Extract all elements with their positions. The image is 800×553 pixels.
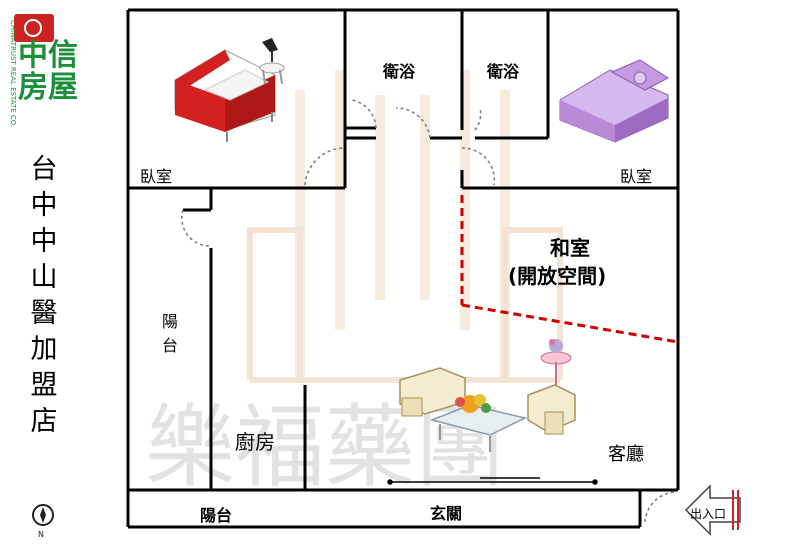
- title-char: 加: [30, 334, 58, 365]
- title-char: 山: [30, 262, 58, 293]
- bed-left-icon: [174, 49, 276, 142]
- room-label-japanese-room-note: (開放空間): [508, 264, 607, 288]
- title-char: 中: [30, 190, 58, 221]
- watermark-graphic: [247, 70, 563, 383]
- room-label-kitchen: 廚房: [235, 430, 275, 454]
- living-room-furniture-icon: [399, 339, 576, 452]
- bed-right-icon: [559, 59, 669, 143]
- watermark-text: 樂福藥團: [145, 395, 505, 500]
- door-swings: [181, 99, 677, 523]
- title-char: 醫: [30, 298, 58, 329]
- room-label-balcony-bottom: 陽台: [200, 506, 233, 525]
- brand-name: 中信房屋: [18, 38, 78, 105]
- room-label-balcony-side: 陽台: [161, 312, 178, 355]
- title-char: 盟: [30, 370, 58, 401]
- sliding-door: [387, 477, 598, 485]
- title-char: 中: [30, 226, 58, 257]
- room-label-foyer: 玄關: [430, 504, 463, 523]
- title-char: 台: [30, 154, 58, 185]
- room-label-bath-right: 衛浴: [487, 62, 520, 81]
- brand-side-text: CHINATRUST REAL ESTATE CO.: [9, 20, 17, 128]
- store-title: 台 中 中 山 醫 加 盟 店: [24, 152, 64, 440]
- brand-mark-icon: [14, 14, 54, 42]
- room-label-bath-left: 衛浴: [383, 62, 416, 81]
- compass-north-label: N: [38, 530, 44, 539]
- entrance-arrow-icon: [684, 484, 741, 536]
- room-label-bedroom-right: 臥室: [620, 167, 653, 186]
- lamp-icon: [259, 38, 285, 85]
- room-label-japanese-room: 和室: [550, 236, 590, 260]
- entrance-label: 出入口: [690, 507, 727, 521]
- room-label-bedroom-left: 臥室: [140, 167, 173, 186]
- open-space-boundary: [460, 195, 679, 344]
- room-label-living-room: 客廳: [608, 444, 644, 465]
- compass-icon: [32, 504, 54, 526]
- walls: [126, 8, 680, 529]
- title-char: 店: [30, 406, 58, 437]
